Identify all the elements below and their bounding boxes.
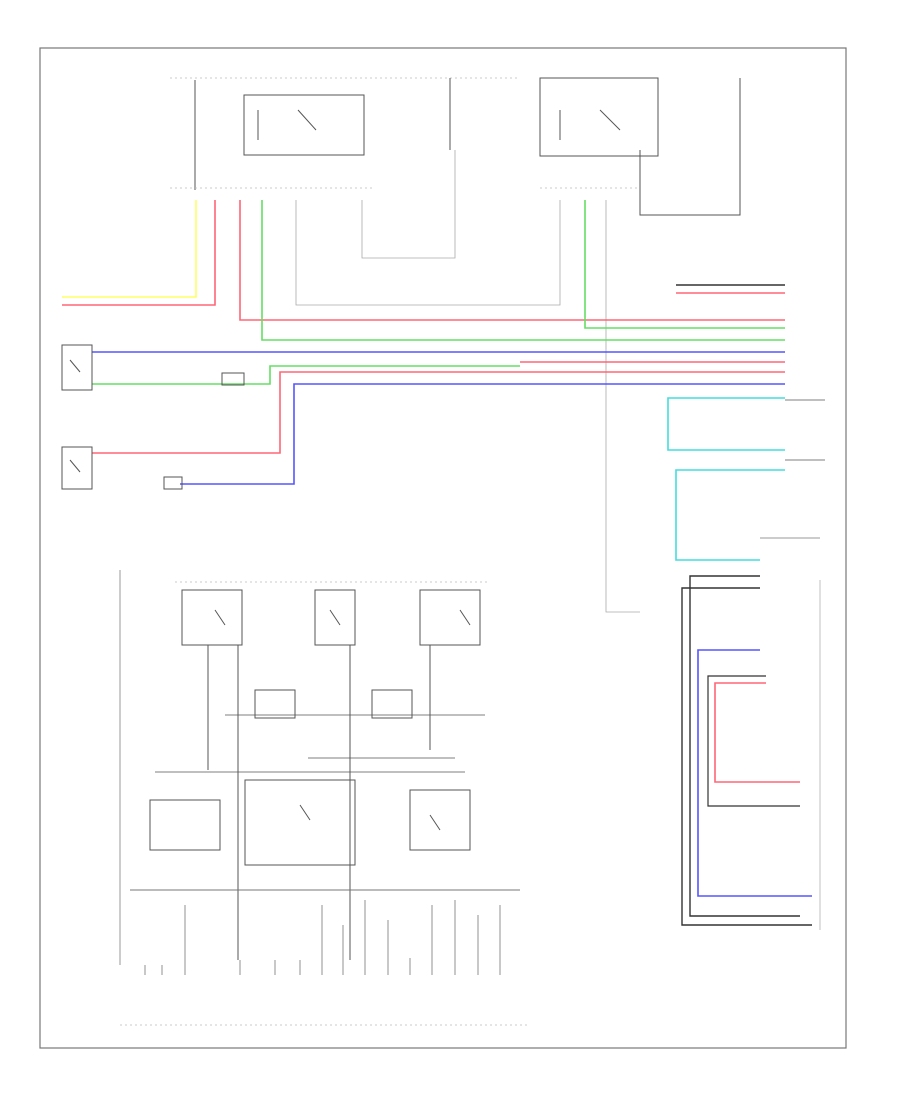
module-right-contact [429, 814, 441, 831]
wire-red-main [239, 200, 785, 321]
wire-cyan-2 [675, 469, 785, 561]
panel-switch-3 [419, 589, 481, 646]
relay-2-return [639, 150, 741, 216]
wire-red-lower [92, 371, 785, 454]
wire-red-right-lower [714, 682, 800, 783]
connector-box-1 [221, 372, 245, 386]
colored-wires [62, 200, 785, 561]
module-mid-contact [299, 804, 311, 821]
switch-box-lower [61, 446, 93, 490]
wire-green-main [261, 200, 785, 341]
switch-module-left [149, 799, 221, 851]
bottom-pins [144, 900, 501, 975]
connector-box-2 [163, 476, 183, 490]
switch-module-mid [244, 779, 356, 866]
wire-yellow [62, 200, 197, 298]
wire-green-lower [92, 365, 520, 385]
left-switches [61, 344, 245, 490]
panel-switch-2 [314, 589, 356, 646]
top-relay-section [170, 77, 741, 216]
panel-switch-1 [181, 589, 243, 646]
right-components [681, 399, 825, 930]
wire-blue-lower [180, 383, 785, 485]
relay-box-1 [243, 94, 365, 156]
relay-2-contact [599, 109, 621, 131]
panel-1-contact [214, 609, 226, 626]
gray-wire-1 [295, 200, 561, 306]
small-module-2 [371, 689, 413, 719]
switch-box-upper [61, 344, 93, 391]
wire-cyan-1 [667, 397, 785, 451]
wire-green-relay [584, 200, 785, 329]
panel-2-contact [329, 609, 341, 626]
dark-wire-right-2 [681, 587, 812, 926]
switch-module-right [409, 789, 471, 851]
wire-blue-right [697, 649, 812, 897]
lower-control-section [119, 570, 530, 1026]
dark-wire-right-3 [707, 675, 800, 807]
gray-wire-2 [361, 150, 456, 259]
panel-3-contact [459, 609, 471, 626]
relay-1-contact [297, 109, 317, 131]
diagram-frame [39, 47, 847, 1049]
wire-red-top [62, 200, 216, 306]
small-module-1 [254, 689, 296, 719]
switch-lower-contact [69, 459, 81, 473]
switch-upper-contact [69, 359, 81, 373]
gray-wire-3 [605, 200, 640, 613]
dark-wire-right-1 [689, 575, 800, 917]
relay-box-2 [539, 77, 659, 157]
